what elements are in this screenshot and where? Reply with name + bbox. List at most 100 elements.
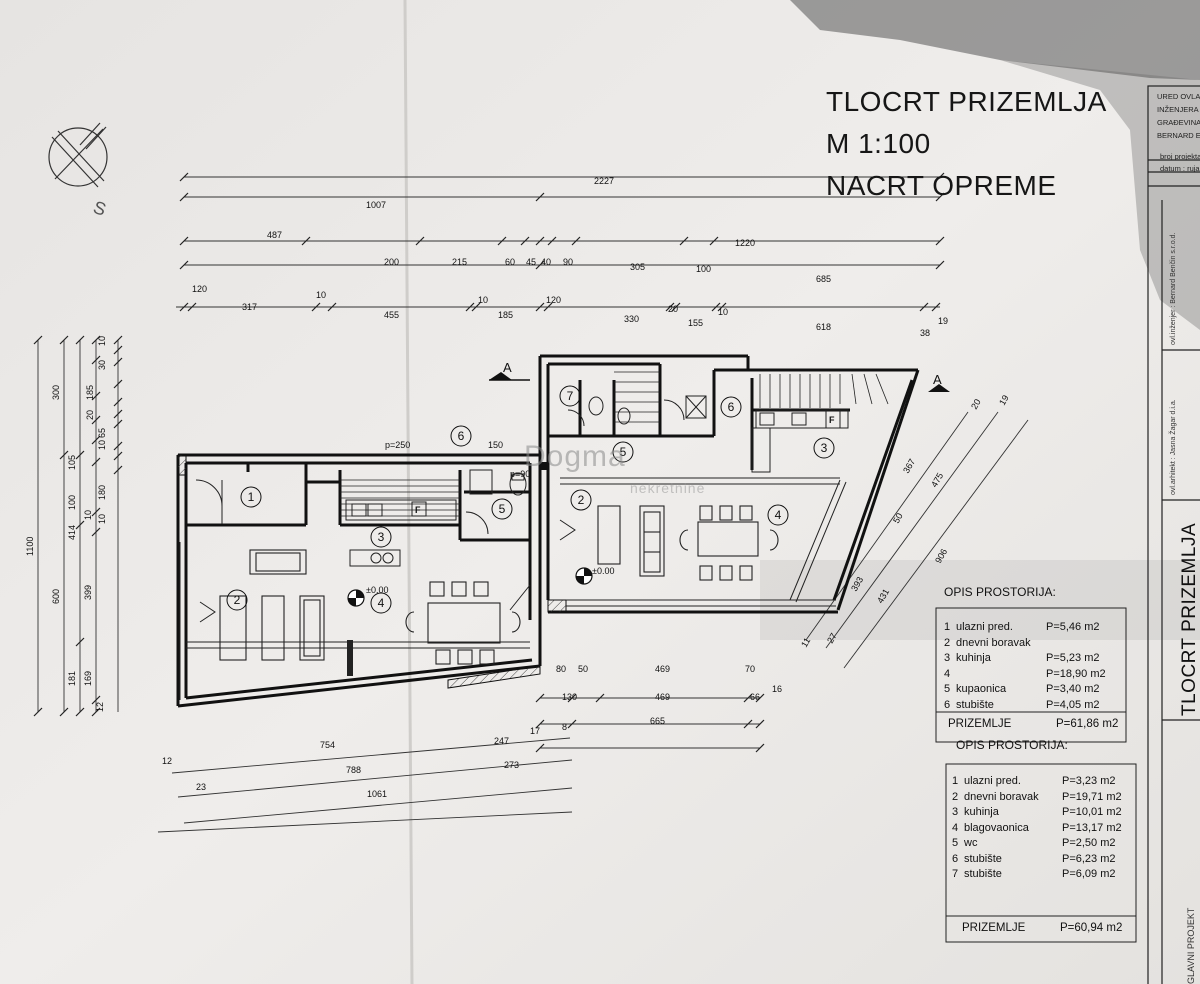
dim-bottom-3: 788 bbox=[346, 765, 361, 775]
dim-left-small-7: 10 bbox=[97, 514, 107, 524]
table2-row-name: dnevni boravak bbox=[964, 790, 1039, 803]
dimension-tick bbox=[465, 302, 475, 312]
stamp-vertical-small: GLAVNI PROJEKT bbox=[1186, 907, 1196, 984]
table2-row-no: 3 bbox=[952, 806, 959, 818]
dim-diag-6: 27 bbox=[825, 631, 839, 645]
section-a-right: A bbox=[933, 372, 942, 387]
dimension-tick bbox=[91, 507, 101, 517]
room-number-circles bbox=[226, 385, 835, 614]
dim-top3-4: 45 bbox=[526, 257, 536, 267]
dim-left-small-4: 65 bbox=[97, 428, 107, 438]
stair-step bbox=[863, 373, 873, 405]
dim-right-5: 469 bbox=[655, 692, 670, 702]
stamp-engineer: ovl.inženjer : Bernard Benčin s.r.o.d. bbox=[1170, 232, 1177, 345]
dim-top3-3: 60 bbox=[505, 257, 515, 267]
table1-heading: OPIS PROSTORIJA: bbox=[944, 585, 1056, 599]
table1-row-no: 4 bbox=[944, 667, 951, 680]
stamp-architect: ovl.arhitekt : Jasna Žagar d.i.a. bbox=[1170, 399, 1177, 495]
dim-left-small-1: 30 bbox=[97, 360, 107, 370]
stair-right bbox=[759, 373, 889, 408]
table2-row-no: 2 bbox=[952, 790, 959, 803]
table1-total: P=61,86 m2 bbox=[1056, 718, 1119, 730]
section-labels: A A bbox=[503, 360, 942, 387]
opening-p250: p=250 bbox=[385, 440, 410, 450]
section-a-left: A bbox=[503, 360, 512, 375]
left-dimension-chains bbox=[37, 340, 119, 712]
dimension-tick bbox=[717, 302, 727, 312]
table2-row-area: P=13,17 m2 bbox=[1062, 821, 1122, 834]
opening-p90: p=90 bbox=[510, 469, 530, 479]
table2-total-label: PRIZEMLJE bbox=[962, 922, 1026, 934]
dimension-tick bbox=[113, 451, 123, 461]
level-right: ±0.00 bbox=[592, 566, 614, 576]
drawing-subtitle: NACRT OPREME bbox=[826, 170, 1057, 201]
dim-bottom-6: 1061 bbox=[367, 789, 387, 799]
table1-row-no: 5 bbox=[944, 683, 951, 695]
dimension-tick bbox=[471, 302, 481, 312]
table1-row-name: dnevni boravak bbox=[956, 636, 1031, 649]
dim-bottom-5: 8 bbox=[562, 722, 567, 732]
living-furniture bbox=[219, 505, 665, 661]
dimension-tick bbox=[301, 236, 311, 246]
stair-middle bbox=[614, 371, 660, 423]
table1-row-name: kupaonica bbox=[956, 683, 1007, 695]
room-left-6: 6 bbox=[458, 429, 465, 443]
room-right-3: 3 bbox=[821, 441, 828, 455]
area-table-frames bbox=[935, 607, 1137, 943]
stamp-vertical-title: TLOCRT PRIZEMLJA bbox=[1179, 522, 1200, 716]
table2-row-name: stubište bbox=[964, 868, 1002, 880]
dimension-tick bbox=[743, 719, 753, 729]
dim-top4-10: 10 bbox=[718, 307, 728, 317]
right-unit-walls bbox=[538, 354, 920, 614]
dimension-tick bbox=[59, 450, 69, 460]
table1-total-label: PRIZEMLJE bbox=[948, 718, 1012, 730]
table1-row-no: 3 bbox=[944, 652, 951, 664]
dim-top3-8: 100 bbox=[696, 264, 711, 274]
table2-heading: OPIS PROSTORIJA: bbox=[956, 738, 1068, 752]
dim-top3-5: 40 bbox=[541, 257, 551, 267]
dim-right-1: 50 bbox=[578, 664, 588, 674]
table1-row-area: P=5,46 m2 bbox=[1046, 621, 1100, 633]
dim-top2-a: 1007 bbox=[366, 200, 386, 210]
room-left-1: 1 bbox=[248, 490, 255, 504]
opening-150: 150 bbox=[488, 440, 503, 450]
dimension-tick bbox=[113, 379, 123, 389]
dimension-tick bbox=[59, 707, 69, 717]
dim-left-small-5: 10 bbox=[97, 440, 107, 450]
table2-row-area: P=10,01 m2 bbox=[1062, 806, 1122, 818]
fridge-letters: F F bbox=[415, 415, 835, 515]
dimension-tick bbox=[33, 707, 43, 717]
table2-row-area: P=2,50 m2 bbox=[1062, 837, 1116, 849]
table2-row-no: 7 bbox=[952, 868, 959, 880]
table2-row-area: P=19,71 m2 bbox=[1062, 790, 1122, 803]
room-right-2: 2 bbox=[578, 493, 585, 507]
dimension-tick bbox=[91, 707, 101, 717]
dimension-tick bbox=[671, 302, 681, 312]
dimension-tick bbox=[535, 302, 545, 312]
dimension-tick bbox=[179, 192, 189, 202]
toner-shadow-2 bbox=[1000, 60, 1200, 330]
dim-top3-6: 90 bbox=[563, 257, 573, 267]
dimension-tick bbox=[709, 236, 719, 246]
dim-left-outer: 1100 bbox=[25, 537, 35, 556]
dim-top4-5: 185 bbox=[498, 310, 513, 320]
dimension-tick bbox=[187, 302, 197, 312]
dimension-tick bbox=[547, 236, 557, 246]
dim-top3-7: 305 bbox=[630, 262, 645, 272]
dimension-tick bbox=[755, 719, 765, 729]
door-swings bbox=[195, 399, 685, 623]
dimension-tick bbox=[571, 236, 581, 246]
table1-row-no: 6 bbox=[944, 698, 951, 711]
room-left-2: 2 bbox=[234, 593, 241, 607]
dim-top3-0: 487 bbox=[267, 230, 282, 240]
section-marker-icon bbox=[489, 372, 950, 392]
diagonal-dimension-chains bbox=[805, 411, 1029, 669]
dining-furniture bbox=[405, 505, 779, 665]
wall-hatch-4 bbox=[541, 462, 549, 470]
table1-row-name: kuhinja bbox=[956, 652, 991, 664]
dimension-tick bbox=[935, 172, 945, 182]
dim-left-mid-2: 181 bbox=[67, 671, 77, 686]
table2-row-name: wc bbox=[964, 837, 978, 849]
table2-row-no: 4 bbox=[952, 821, 959, 834]
